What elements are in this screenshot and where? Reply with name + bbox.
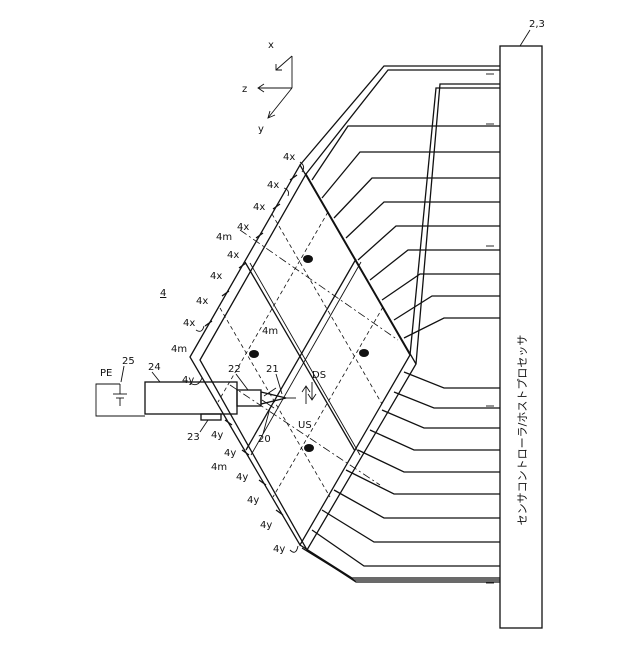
label-4y: 4y [224, 448, 236, 459]
label-4y: 4y [260, 520, 272, 531]
label-4y: 4y [211, 430, 223, 441]
coordinate-axes: x z y [242, 40, 292, 135]
lead-wire [394, 296, 500, 320]
axis-y-label: y [258, 124, 264, 135]
lead-wire [382, 410, 500, 428]
pen-body [145, 382, 237, 414]
pen-side-switch-label: 23 [187, 432, 200, 443]
label-4y: 4y [236, 472, 248, 483]
lead-wire [302, 548, 500, 580]
controller-ref: 2,3 [529, 19, 545, 30]
lead-wire [300, 66, 500, 165]
lead-wire [370, 430, 500, 450]
pen-tip-label: 20 [258, 434, 271, 445]
axis-z-label: z [242, 84, 247, 95]
axis-x-label: x [268, 40, 274, 51]
label-4x: 4x [267, 180, 279, 191]
lead-wire [322, 510, 500, 542]
lead-wire [410, 88, 500, 355]
label-4y: 4y [247, 495, 259, 506]
signal-arrows: US DS [298, 370, 326, 431]
active-pen: PE 25 24 22 20 21 23 [96, 356, 296, 445]
label-4x: 4x [253, 202, 265, 213]
lead-wire [346, 470, 500, 494]
lead-wire [312, 530, 500, 566]
pen-pe-label: PE [100, 368, 112, 379]
lead-wire [358, 450, 500, 472]
pen-tip-electrode-label: 21 [266, 364, 279, 375]
pen-body-label: 24 [148, 362, 161, 373]
label-4x: 4x [210, 271, 222, 282]
label-4x: 4x [183, 318, 195, 329]
lead-wire [306, 70, 500, 174]
lead-wire [312, 126, 500, 180]
sensor-panel [190, 165, 416, 550]
lead-wire [322, 152, 500, 198]
electrode-dot [249, 350, 259, 358]
lead-wire [370, 250, 500, 280]
label-4m: 4m [211, 462, 227, 473]
sensor-controller-box: センサコントローラ/ホストプロセッサ 2,3 [486, 19, 545, 628]
lead-wire [334, 178, 500, 218]
label-4y: 4y [273, 544, 285, 555]
label-4m: 4m [262, 326, 278, 337]
label-4x: 4x [283, 152, 295, 163]
terminal-ticks [486, 74, 494, 583]
lead-wires [300, 66, 500, 582]
lead-wire [300, 545, 500, 578]
lead-wire [358, 226, 500, 260]
label-4x: 4x [237, 222, 249, 233]
electrode-dot [304, 444, 314, 452]
controller-label: センサコントローラ/ホストプロセッサ [516, 335, 529, 526]
label-4x: 4x [196, 296, 208, 307]
uplink-signal-label: US [298, 420, 312, 431]
downlink-signal-label: DS [312, 370, 326, 381]
electrode-labels: 4 4x 4x 4x 4x 4x 4x 4x 4x 4m 4m 4m 4m 4y… [160, 152, 304, 555]
label-4x: 4x [227, 250, 239, 261]
pen-side-switch [201, 414, 221, 420]
lead-wire [404, 372, 500, 388]
pen-battery-label: 25 [122, 356, 135, 367]
electrode-dot [359, 349, 369, 357]
electrode-dot [303, 255, 313, 263]
controller-ref-leader [520, 30, 530, 46]
label-4m: 4m [216, 232, 232, 243]
pen-core-label: 22 [228, 364, 241, 375]
label-4m: 4m [171, 344, 187, 355]
lead-wire [394, 392, 500, 408]
sensor-ref-label: 4 [160, 288, 166, 299]
